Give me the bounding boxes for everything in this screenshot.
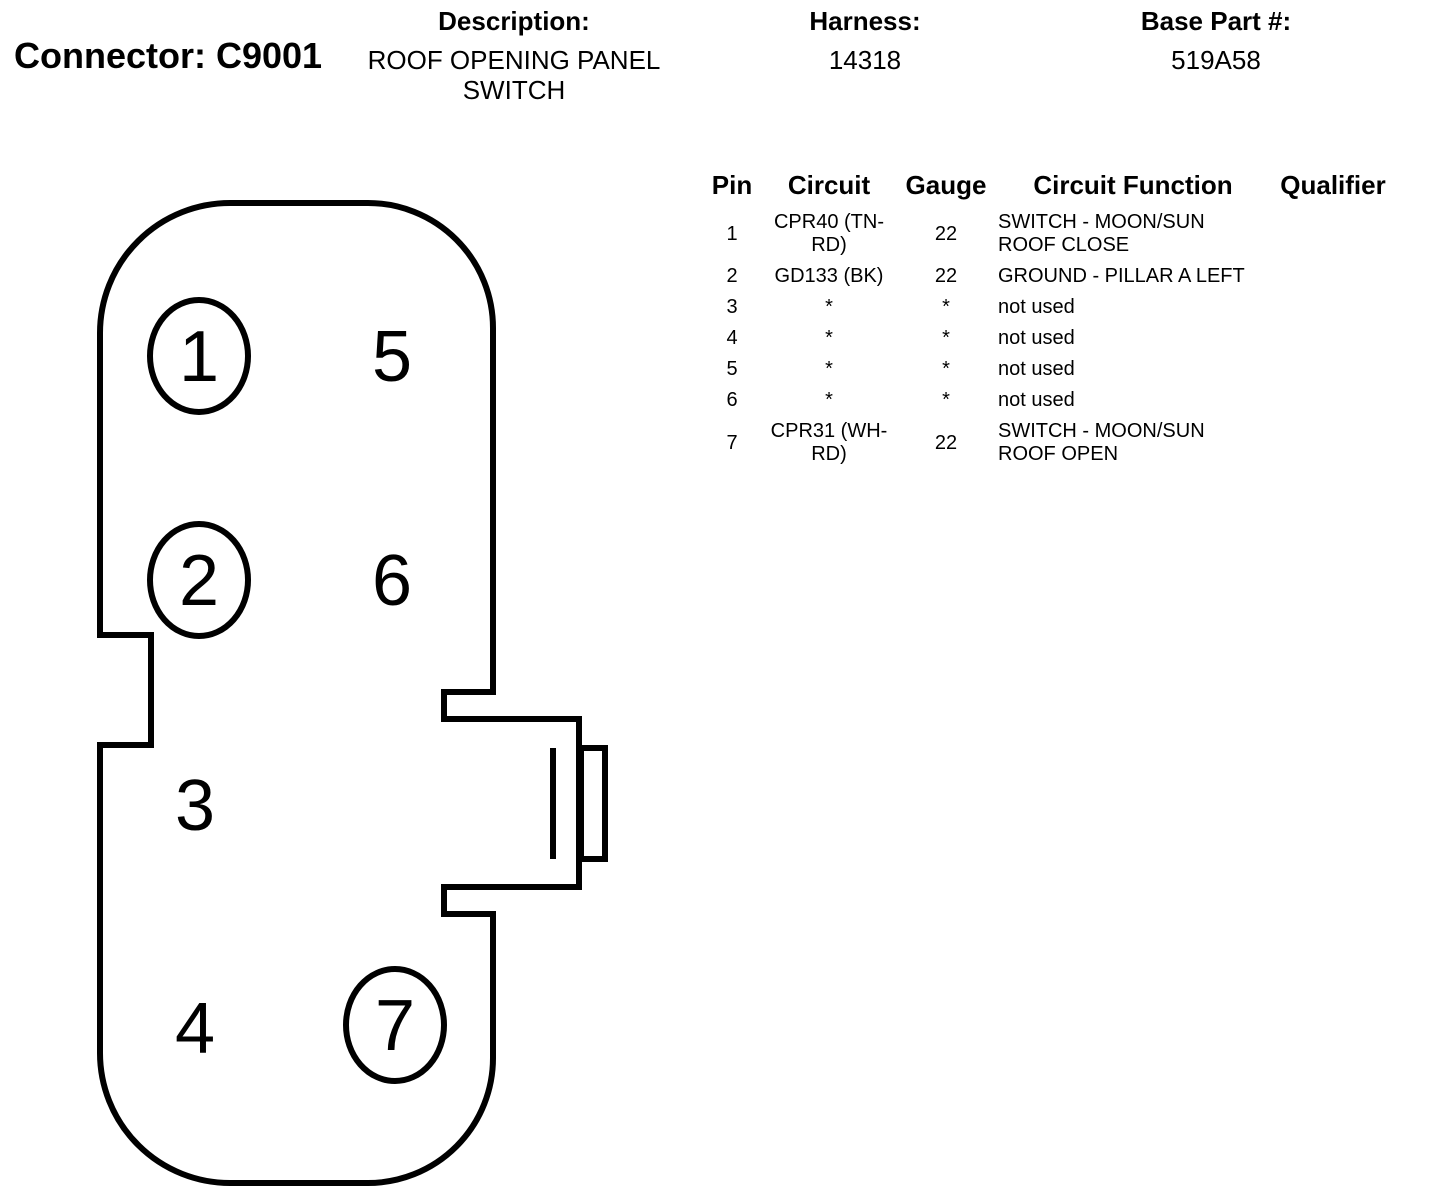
pin-2-circle (147, 521, 251, 639)
table-row: 6 * * not used (700, 385, 1398, 416)
header-qualifier: Qualifier (1280, 170, 1386, 200)
cell-pin: 6 (726, 389, 738, 411)
base-part-label: Base Part #: (1140, 6, 1292, 36)
cell-circuit: * (825, 389, 833, 411)
cell-gauge: * (942, 389, 950, 411)
cell-gauge: 22 (934, 222, 958, 245)
harness-label: Harness: (809, 6, 921, 36)
header-pin: Pin (711, 170, 753, 200)
cell-circuit: * (825, 296, 833, 318)
cell-pin: 7 (726, 431, 738, 454)
cell-qualifier (1268, 292, 1398, 323)
cell-function: GROUND - PILLAR A LEFT (998, 261, 1268, 292)
cell-pin: 5 (726, 358, 738, 380)
connector-face-diagram: 1 2 3 4 5 6 7 (97, 200, 608, 1186)
cell-gauge: * (942, 327, 950, 349)
function-text: not used (998, 296, 1075, 318)
cell-gauge: * (942, 358, 950, 380)
cell-circuit: * (825, 358, 833, 380)
connector-latch-tab (578, 745, 608, 862)
function-text: not used (998, 327, 1075, 349)
pin-table: Pin Circuit Gauge Circuit Function Quali… (700, 170, 1398, 470)
cell-function: not used (998, 354, 1268, 385)
table-row: 3 * * not used (700, 292, 1398, 323)
cell-function: SWITCH - MOON/SUN ROOF OPEN (998, 416, 1268, 470)
connector-title: Connector: C9001 (14, 35, 323, 76)
cell-function: SWITCH - MOON/SUN ROOF CLOSE (998, 207, 1268, 261)
pin-1-circle (147, 297, 251, 415)
base-part-value: 519A58 (1171, 45, 1261, 75)
cell-gauge: 22 (934, 431, 958, 454)
pin-1-label: 1 (179, 317, 219, 397)
header-circuit: Circuit (787, 170, 871, 200)
pin-group: 1 2 3 4 5 6 7 (147, 297, 447, 1084)
cell-function: not used (998, 323, 1268, 354)
header-gauge: Gauge (905, 170, 987, 200)
pin-3-label: 3 (175, 766, 215, 846)
table-row: 2 GD133 (BK) 22 GROUND - PILLAR A LEFT (700, 261, 1398, 292)
cell-pin: 2 (726, 265, 738, 287)
function-text: SWITCH - MOON/SUN ROOF CLOSE (998, 211, 1205, 256)
function-text: not used (998, 389, 1075, 411)
cell-circuit: CPR31 (WH-RD) (770, 420, 888, 465)
cell-qualifier (1268, 207, 1398, 261)
cell-circuit: GD133 (BK) (774, 265, 884, 287)
cell-qualifier (1268, 261, 1398, 292)
function-text: not used (998, 358, 1075, 380)
cell-qualifier (1268, 354, 1398, 385)
harness-value: 14318 (828, 45, 902, 75)
cell-qualifier (1268, 323, 1398, 354)
description-value: ROOF OPENING PANEL SWITCH (367, 45, 661, 105)
cell-function: not used (998, 385, 1268, 416)
pin-6-label: 6 (372, 541, 412, 621)
cell-circuit: * (825, 327, 833, 349)
cell-pin: 1 (726, 222, 738, 245)
description-label: Description: (438, 6, 590, 36)
cell-gauge: 22 (934, 265, 958, 287)
cell-circuit: CPR40 (TN-RD) (773, 211, 884, 256)
cell-function: not used (998, 292, 1268, 323)
cell-pin: 3 (726, 296, 738, 318)
table-row: 1 CPR40 (TN-RD) 22 SWITCH - MOON/SUN ROO… (700, 207, 1398, 261)
function-text: SWITCH - MOON/SUN ROOF OPEN (998, 420, 1205, 465)
pin-4-label: 4 (175, 989, 215, 1069)
pin-2-label: 2 (179, 541, 219, 621)
function-text: GROUND - PILLAR A LEFT (998, 265, 1245, 287)
table-header-row: Pin Circuit Gauge Circuit Function Quali… (700, 170, 1398, 207)
pin-7-label: 7 (375, 986, 415, 1066)
table-row: 7 CPR31 (WH-RD) 22 SWITCH - MOON/SUN ROO… (700, 416, 1398, 470)
cell-gauge: * (942, 296, 950, 318)
cell-qualifier (1268, 385, 1398, 416)
header-circuit-function: Circuit Function (1033, 170, 1233, 200)
connector-outline (97, 200, 582, 1186)
pin-7-circle (343, 966, 447, 1084)
cell-pin: 4 (726, 327, 738, 349)
table-row: 4 * * not used (700, 323, 1398, 354)
pin-5-label: 5 (372, 317, 412, 397)
cell-qualifier (1268, 416, 1398, 470)
table-row: 5 * * not used (700, 354, 1398, 385)
